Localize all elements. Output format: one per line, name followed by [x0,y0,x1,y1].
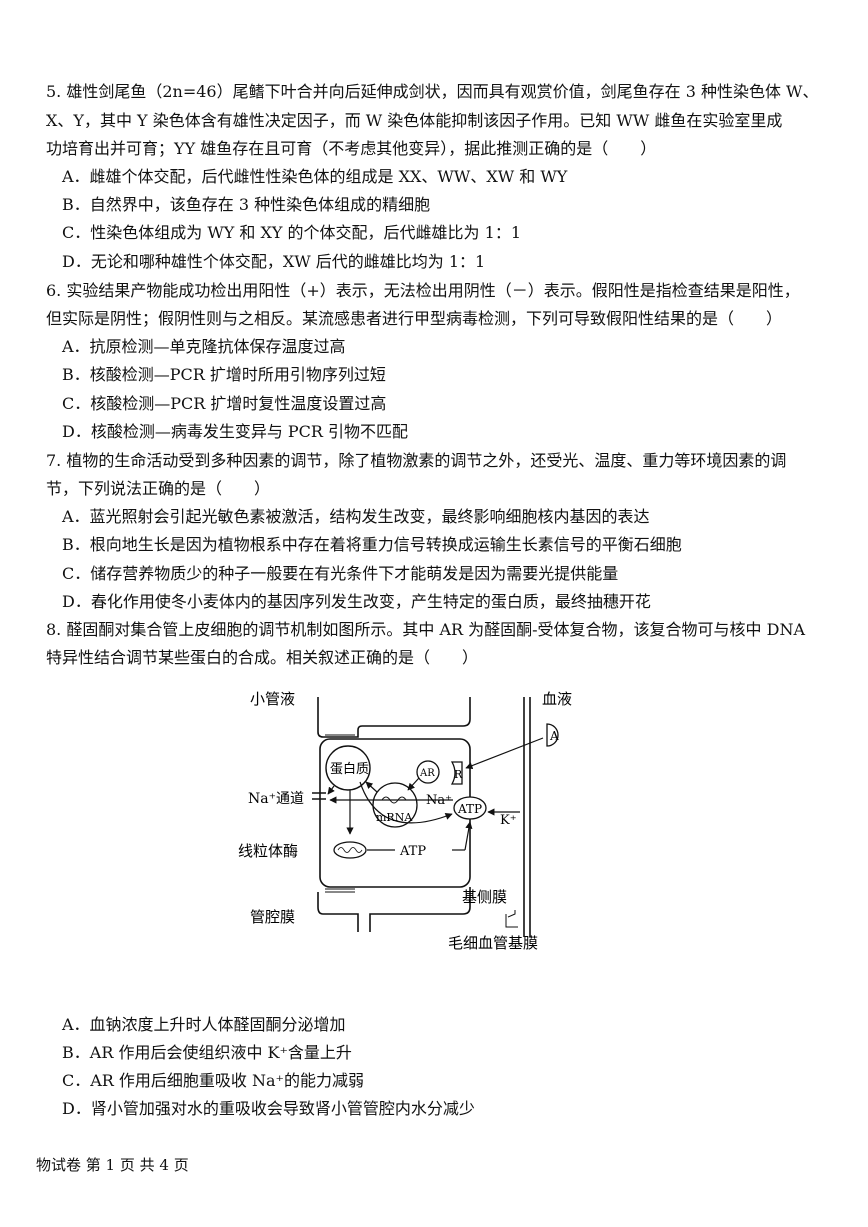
label-k-ion: K⁺ [500,813,517,828]
q5-stem-line-2: X、Y，其中 Y 染色体含有雄性决定因子，而 W 染色体能抑制该因子作用。已知 … [46,111,783,130]
q6-stem-line-2: 但实际是阴性；假阴性则与之相反。某流感患者进行甲型病毒检测，下列可导致假阳性结果… [46,309,783,328]
label-mito-enzyme: 线粒体酶 [238,842,298,860]
q7-option-c: C．储存营养物质少的种子一般要在有光条件下才能萌发是因为需要光提供能量 [62,564,619,583]
label-luminal: 管腔膜 [250,908,295,926]
label-tubule-fluid: 小管液 [250,690,295,708]
q5-option-c: C．性染色体组成为 WY 和 XY 的个体交配，后代雌雄比为 1：1 [62,223,521,242]
q7-stem-line-1: 7. 植物的生命活动受到多种因素的调节，除了植物激素的调节之外，还受光、温度、重… [46,451,787,470]
label-protein: 蛋白质 [330,761,369,777]
q8-option-a: A．血钠浓度上升时人体醛固酮分泌增加 [62,1015,346,1034]
label-a: A [549,729,559,743]
page-footer: 物试卷 第 1 页 共 4 页 [36,1156,189,1174]
q7-option-d: D．春化作用使冬小麦体内的基因序列发生改变，产生特定的蛋白质，最终抽穗开花 [62,592,651,611]
q6-option-a: A．抗原检测—单克隆抗体保存温度过高 [62,337,346,356]
q5-option-b: B．自然界中，该鱼存在 3 种性染色体组成的精细胞 [62,195,431,214]
label-ar: AR [419,768,435,779]
label-na-ion: Na⁺ [426,793,452,808]
label-atp: ATP [399,844,426,859]
label-atp-pump: ATP [457,802,482,816]
q7-option-a: A．蓝光照射会引起光敏色素被激活，结构发生改变，最终影响细胞核内基因的表达 [62,507,650,526]
q5-option-d: D．无论和哪种雄性个体交配，XW 后代的雌雄比均为 1：1 [62,252,486,271]
label-na-channel: Na⁺通道 [248,791,304,807]
label-blood: 血液 [542,690,572,708]
q5-stem-line-1: 5. 雄性剑尾鱼（2n=46）尾鳍下叶合并向后延伸成剑状，因而具有观赏价值，剑尾… [46,82,819,101]
q8-option-d: D．肾小管加强对水的重吸收会导致肾小管管腔内水分减少 [62,1099,475,1118]
label-capillary: 毛细血管基膜 [448,934,538,952]
q6-option-b: B．核酸检测—PCR 扩增时所用引物序列过短 [62,365,386,384]
q6-option-c: C．核酸检测—PCR 扩增时复性温度设置过高 [62,394,387,413]
q8-option-b: B．AR 作用后会使组织液中 K⁺含量上升 [62,1043,352,1062]
q6-stem-line-1: 6. 实验结果产物能成功检出用阳性（+）表示，无法检出用阴性（－）表示。假阳性是… [46,281,800,300]
q5-stem-line-3: 功培育出并可育；YY 雄鱼存在且可育（不考虑其他变异），据此推测正确的是（ ） [46,139,657,158]
q6-option-d: D．核酸检测—病毒发生变异与 PCR 引物不匹配 [62,422,409,441]
q8-stem-line-1: 8. 醛固酮对集合管上皮细胞的调节机制如图所示。其中 AR 为醛固酮-受体复合物… [46,620,806,639]
q7-stem-line-2: 节，下列说法正确的是（ ） [46,479,271,498]
q5-option-a: A．雌雄个体交配，后代雌性性染色体的组成是 XX、WW、XW 和 WY [62,167,568,186]
q8-stem-line-2: 特异性结合调节某些蛋白的合成。相关叙述正确的是（ ） [46,648,479,667]
q7-option-b: B．根向地生长是因为植物根系中存在着将重力信号转换成运输生长素信号的平衡石细胞 [62,535,682,554]
aldosterone-diagram: 小管液 血液 A R AR 蛋白质 mRNA Na⁺ ATP K⁺ Na⁺通道 … [230,682,590,962]
q8-option-c: C．AR 作用后细胞重吸收 Na⁺的能力减弱 [62,1071,365,1090]
label-mrna: mRNA [376,811,413,824]
label-r: R [454,768,463,781]
label-basolateral: 基侧膜 [462,888,507,906]
